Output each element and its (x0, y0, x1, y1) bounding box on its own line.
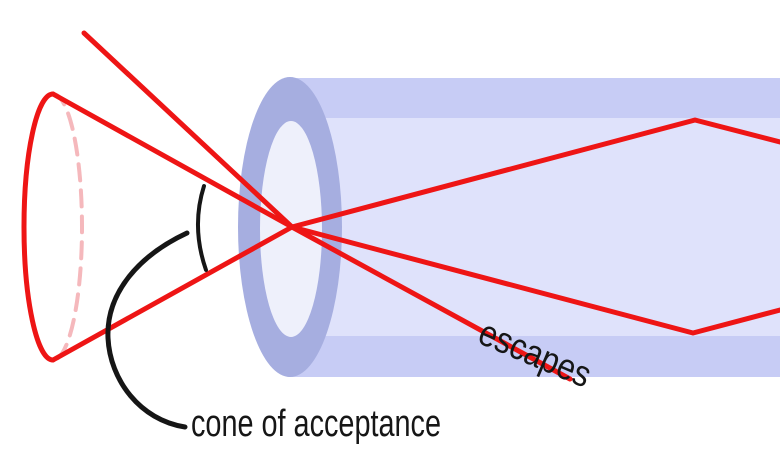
fiber-cylinder (238, 77, 780, 377)
label-leader-curve (105, 230, 190, 430)
cone-of-acceptance-label: cone of acceptance (191, 403, 441, 445)
guided-ray-upper-bounce (289, 117, 780, 230)
acceptance-cone (21, 91, 295, 363)
guided-ray-lower-bounce (289, 224, 780, 336)
annotations (105, 184, 208, 430)
light-rays (81, 30, 780, 382)
fiber-top-edge-band (288, 78, 780, 118)
acceptance-angle-arc (196, 184, 208, 272)
cone-base-back-dashed (51, 92, 84, 362)
cone-base-front (21, 91, 56, 363)
steep-incident-ray (81, 30, 295, 230)
cone-lower-edge-ray (50, 224, 295, 363)
cone-upper-edge-ray (50, 91, 295, 230)
escaping-ray (289, 224, 573, 382)
fiber-cylinder-body (288, 78, 780, 377)
